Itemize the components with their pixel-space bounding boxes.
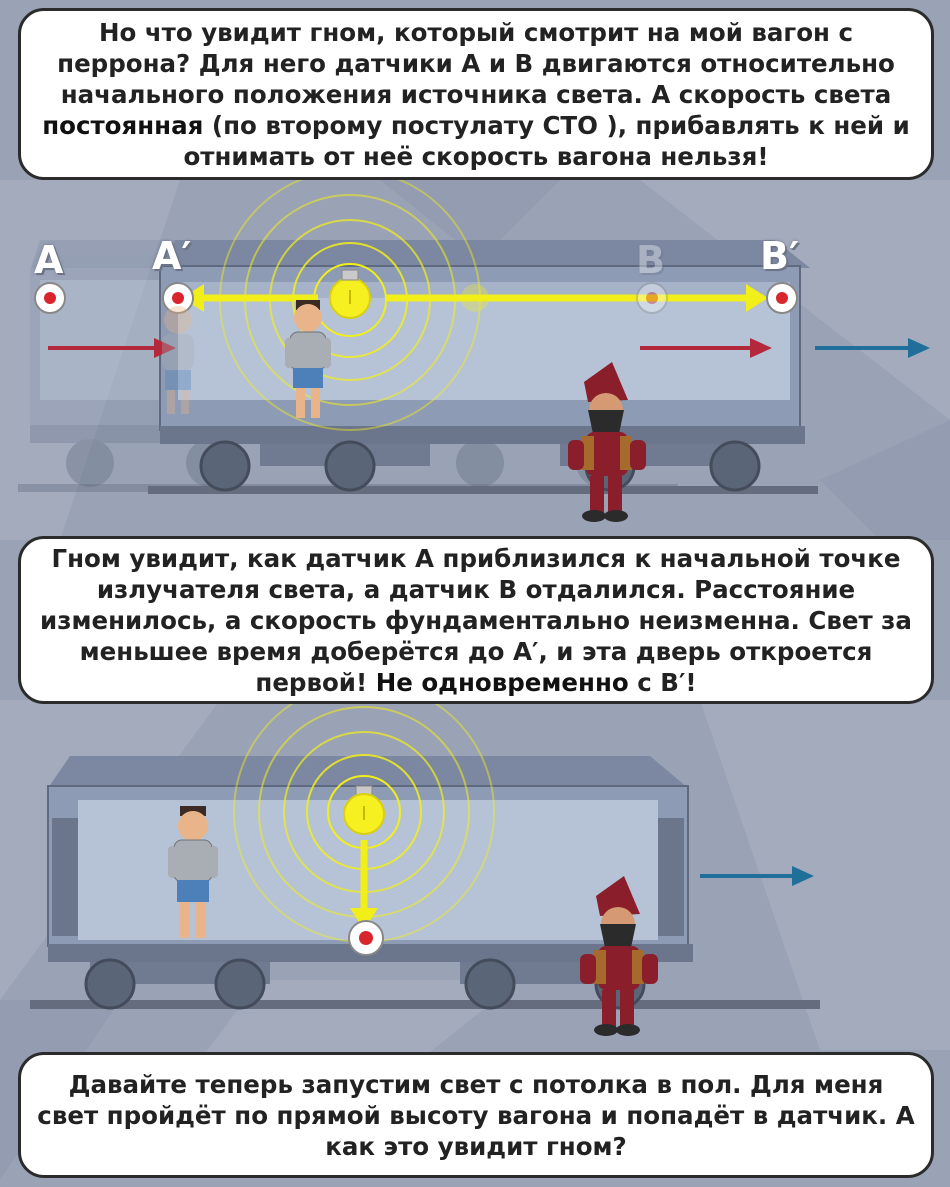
speech-bubble-2: Гном увидит, как датчик А приблизился к … [18, 536, 934, 704]
wheel [464, 958, 516, 1010]
sensor-a-ghost [34, 282, 66, 314]
wheel [199, 440, 251, 492]
sensor-b-prime [766, 282, 798, 314]
floor-sensor [348, 920, 384, 956]
motion-arrow-blue [815, 338, 930, 358]
label-a-prime: A′ [152, 234, 192, 278]
wheel [214, 958, 266, 1010]
motion-arrow-blue-2 [700, 866, 814, 886]
panel1-text-after: (по второму постулату СТО ), прибавлять … [183, 110, 910, 171]
sensor-a-prime [162, 282, 194, 314]
panel2-text-after: с В′! [628, 667, 697, 697]
light-ray-down [350, 840, 378, 930]
label-a: A [34, 238, 64, 282]
panel2-bold: Не одновременно [375, 667, 629, 697]
motion-arrow-red-right [640, 338, 772, 358]
wagon [159, 240, 810, 492]
gnome-observer [568, 362, 646, 522]
light-bulb-icon [343, 785, 385, 835]
passenger-2 [168, 806, 218, 938]
passenger [285, 300, 331, 418]
panel1-text: Но что увидит гном, который смотрит на м… [57, 17, 895, 109]
label-b-prime: B′ [760, 234, 799, 278]
passenger-ghost [162, 306, 194, 414]
rail [148, 486, 818, 494]
motion-arrow-red-left [48, 338, 176, 358]
speech-bubble-1: Но что увидит гном, который смотрит на м… [18, 8, 934, 180]
rail [30, 1000, 820, 1009]
speech-bubble-3: Давайте теперь запустим свет с потолка в… [18, 1052, 934, 1178]
gnome-observer-2 [580, 876, 658, 1036]
wheel [709, 440, 761, 492]
wheel [324, 440, 376, 492]
sensor-b-ghost [636, 282, 668, 314]
light-bulb-icon [329, 269, 371, 319]
panel2-text: Гном увидит, как датчик А приблизился к … [40, 543, 912, 697]
wheel [84, 958, 136, 1010]
light-ray-right [386, 284, 768, 312]
panel3-text: Давайте теперь запустим свет с потолка в… [37, 1069, 915, 1161]
panel1-bold: постоянная [42, 110, 204, 140]
label-b: B [636, 238, 665, 282]
